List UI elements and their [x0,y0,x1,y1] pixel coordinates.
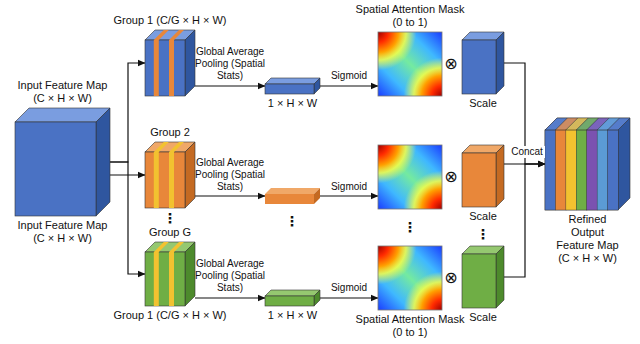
attention-mask-shape [378,246,442,310]
node-label: Scale [469,210,497,223]
input-feature-map-shape [15,108,110,216]
attention-mask [378,145,442,209]
connector-arrow [504,63,545,164]
connector-arrow [195,297,265,298]
scaled-block: Scale [462,145,504,207]
multiply-symbol: ⊗ [444,168,457,186]
edge-label: Sigmoid [331,70,367,82]
node-label: Input Feature Map (C × H × W) [11,219,115,245]
group-block-shape [145,242,195,306]
node-label: Spatial Attention Mask (0 to 1) [354,3,466,29]
scaled-block-shape [462,246,504,308]
node-label: 1 × H × W [268,309,318,322]
attention-mask: Spatial Attention Mask (0 to 1) [378,246,442,310]
node-label: 1 × H × W [268,97,318,110]
scaled-block: Scale [462,246,504,308]
multiply-symbol: ⊗ [444,55,457,73]
pooled-map: 1 × H × W [265,290,320,306]
node-label: Spatial Attention Mask (0 to 1) [354,313,466,339]
ellipsis: ⋮ [476,227,490,241]
input-feature-map: Input Feature Map (C × H × W)Input Featu… [15,108,110,216]
scaled-block-shape [462,145,504,207]
ellipsis: ⋮ [163,211,177,225]
group-block: Group GGroup 1 (C/G × H × W) [145,242,195,306]
node-label: Group 1 (C/G × H × W) [113,309,226,322]
attention-mask [378,145,442,209]
pooling-label: Global Average Pooling (Spatial Stats) [193,157,267,193]
node-label: Scale [469,311,497,324]
node-label: Group 2 [150,126,190,139]
group-block: Group 2 [145,142,195,208]
ellipsis: ⋮ [285,214,299,228]
scaled-block: Scale [462,32,504,94]
multiply-symbol: ⊗ [444,269,457,287]
node-label: Refined Output Feature Map (C × H × W) [552,213,624,265]
slab-side [314,188,320,204]
sigmoid-arrow [320,195,378,196]
slab-top [265,188,320,194]
ellipsis: ⋮ [403,220,417,234]
slab-front [265,194,314,204]
pool-arrow [195,195,265,196]
pooled-map: 1 × H × W [265,78,320,94]
node-label: Input Feature Map (C × H × W) [11,79,115,105]
group-block-shape [145,142,195,208]
edge-label: Global Average Pooling (Spatial Stats) [193,46,267,82]
attention-mask [378,145,442,209]
group-block-shape [145,30,195,96]
concat-label: Concat [509,146,545,158]
scaled-block-shape [462,32,504,94]
edge-label: Global Average Pooling (Spatial Stats) [193,258,267,294]
connector-arrow [320,297,378,298]
pooled-map-shape [265,78,320,94]
group-block: Group 1 (C/G × H × W) [145,30,195,96]
connector-arrow [195,85,265,86]
pooled-map-shape [265,290,320,306]
connector-arrow [504,164,545,277]
attention-mask: Spatial Attention Mask (0 to 1) [378,32,442,96]
attention-mask-shape [378,32,442,96]
connector-arrow [320,85,378,86]
sigmoid-label: Sigmoid [331,181,367,193]
node-label: Scale [469,97,497,110]
output-feature-map-shape [545,118,630,210]
connector-arrow [110,63,145,162]
output-feature-map: Refined Output Feature Map (C × H × W) [545,118,630,210]
node-label: Group 1 (C/G × H × W) [113,14,226,27]
node-label: Group G [149,226,191,239]
connector-arrow [110,162,145,274]
edge-label: Sigmoid [331,282,367,294]
